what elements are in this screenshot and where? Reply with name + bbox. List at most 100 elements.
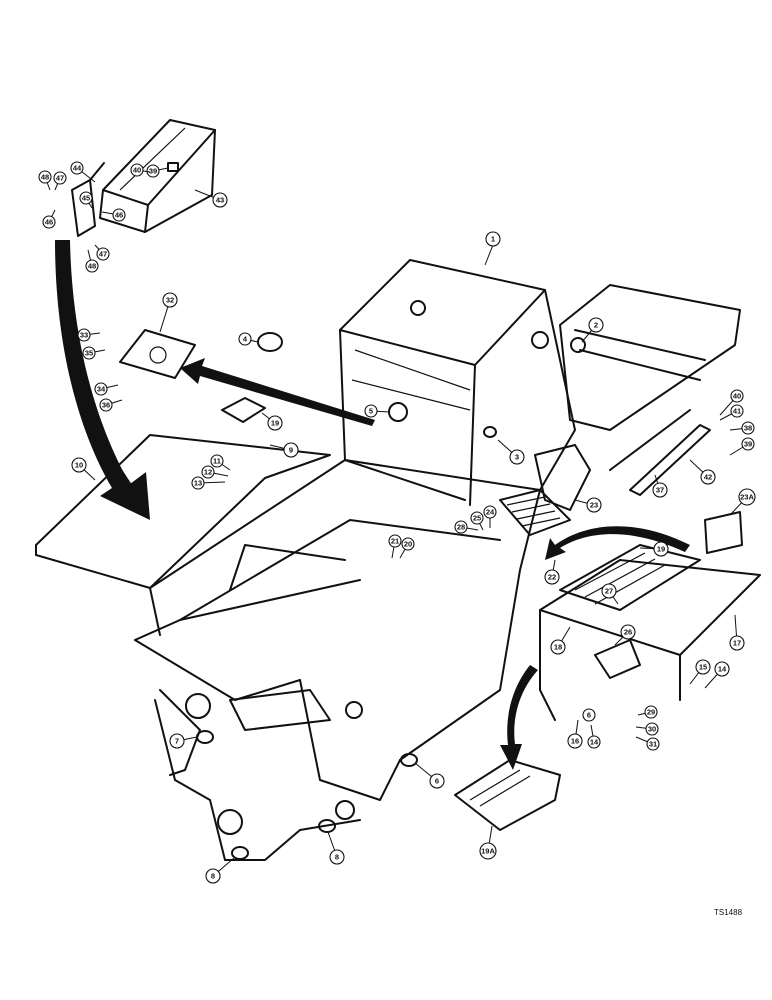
callout-label: 32 — [166, 296, 174, 305]
arrow-platform-to-step — [500, 665, 538, 770]
callout: 36 — [99, 398, 123, 412]
step-part — [469, 769, 531, 807]
callout: 48 — [38, 170, 52, 191]
callout-label: 46 — [45, 218, 53, 227]
callout-label: 6 — [587, 711, 591, 720]
callout: 24 — [483, 505, 497, 528]
callout-label: 19 — [657, 545, 665, 554]
callout: 40 — [719, 389, 744, 416]
arrow-to-step-right — [545, 526, 690, 560]
callout-label: 4 — [243, 335, 248, 344]
callout-label: 43 — [216, 196, 224, 205]
callout: 2 — [581, 317, 604, 343]
callout-label: 23 — [590, 501, 598, 510]
callout: 5 — [364, 404, 391, 418]
callout-label: 39 — [744, 440, 752, 449]
callout: 6 — [582, 708, 596, 722]
callout: 34 — [94, 382, 119, 396]
callout: 14 — [587, 724, 601, 749]
callout-label: 14 — [590, 738, 599, 747]
callout: 18 — [550, 626, 571, 655]
callout: 19 — [639, 541, 669, 557]
callout-label: 31 — [649, 740, 657, 749]
callout-label: 20 — [404, 540, 412, 549]
callout: 32 — [159, 292, 178, 333]
bracket-part — [704, 511, 743, 554]
callout-label: 36 — [102, 401, 110, 410]
callout: 19A — [479, 825, 497, 860]
arrow-plate-to-frame — [180, 358, 375, 426]
bushing — [483, 426, 497, 438]
callout-label: 26 — [624, 628, 632, 637]
callout-label: 21 — [391, 537, 399, 546]
callout-label: 41 — [733, 407, 741, 416]
small-panel — [221, 397, 266, 423]
callout: 26 — [614, 624, 636, 646]
callout: 25 — [470, 511, 484, 531]
callout: 40 — [130, 163, 151, 177]
callout: 46 — [101, 208, 126, 222]
callout: 45 — [79, 191, 93, 209]
callout: 10 — [71, 457, 96, 481]
callout-label: 24 — [486, 508, 495, 517]
callout: 4 — [238, 332, 259, 346]
callout: 13 — [191, 476, 226, 490]
callout: 33 — [77, 328, 101, 342]
callout-label: 27 — [605, 587, 613, 596]
callout-label: 18 — [554, 643, 562, 652]
callout-label: 2 — [594, 321, 598, 330]
callout-label: 25 — [473, 514, 481, 523]
callout: 6 — [414, 762, 445, 789]
callout: 37 — [652, 474, 668, 498]
drawing-code: TS1488 — [714, 908, 743, 917]
callout: 3 — [497, 439, 525, 465]
callout: 44 — [70, 161, 96, 183]
callout-label: 17 — [733, 639, 741, 648]
bushing — [257, 332, 283, 352]
cover-plate — [119, 329, 196, 379]
callout: 28 — [454, 520, 479, 534]
callout-label: 15 — [699, 663, 707, 672]
bushing — [196, 730, 214, 744]
callout-label: 40 — [133, 166, 141, 175]
callout-label: 35 — [85, 349, 93, 358]
callout: 23A — [729, 488, 756, 516]
arrow-toolbox-to-frame — [55, 239, 150, 520]
callout: 22 — [544, 559, 560, 585]
callout: 12 — [201, 465, 229, 479]
callout-label: 39 — [149, 167, 157, 176]
callout-label: 42 — [704, 473, 712, 482]
callout: 20 — [399, 537, 415, 559]
callout: 16 — [567, 719, 583, 749]
callout: 14 — [704, 661, 730, 689]
step-part — [454, 759, 561, 831]
tool-box-assembly — [71, 119, 216, 237]
callout-label: 10 — [75, 461, 83, 470]
callout-label: 34 — [97, 385, 106, 394]
callout-label: 22 — [548, 573, 556, 582]
callout-label: 19A — [481, 847, 495, 856]
callout-label: 47 — [99, 250, 107, 259]
loader-main-frame — [35, 259, 591, 861]
callout: 38 — [729, 421, 755, 435]
callout: 7 — [169, 733, 198, 749]
callout: 31 — [635, 736, 660, 751]
callout: 17 — [729, 614, 745, 651]
bushing — [231, 846, 249, 860]
callout: 43 — [194, 189, 228, 208]
callout: 47 — [53, 171, 67, 191]
callout-label: 29 — [647, 708, 655, 717]
callout-label: 40 — [733, 392, 741, 401]
callout: 11 — [210, 454, 231, 471]
callout: 47 — [94, 244, 110, 261]
bushing — [400, 753, 418, 767]
callout-label: 7 — [175, 737, 179, 746]
callout-label: 48 — [41, 173, 49, 182]
callout-label: 44 — [73, 164, 82, 173]
callout: 39 — [729, 437, 755, 456]
callout: 29 — [637, 705, 658, 719]
callout-label: 33 — [80, 331, 88, 340]
callout-label: 28 — [457, 523, 465, 532]
callout-label: 8 — [335, 853, 339, 862]
callout-label: 45 — [82, 194, 90, 203]
